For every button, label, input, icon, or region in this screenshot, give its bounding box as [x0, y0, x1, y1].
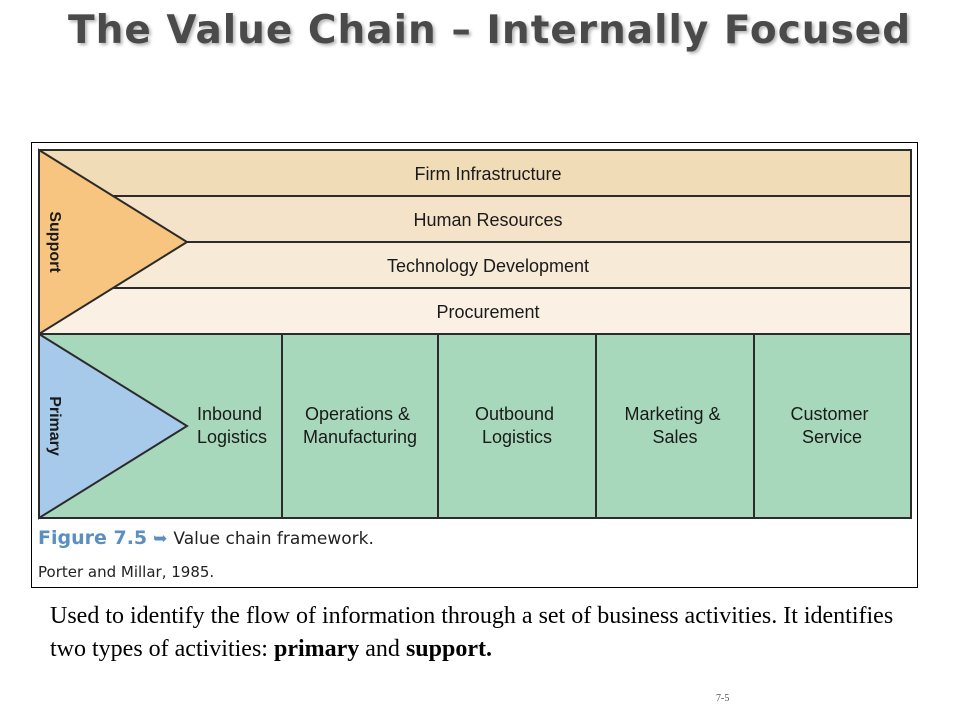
support-row-firm-infrastructure — [38, 149, 912, 197]
primary-column-line: Inbound — [197, 404, 262, 424]
primary-column-line: Outbound — [475, 404, 554, 424]
primary-column-line: Logistics — [197, 427, 267, 447]
primary-label: Primary — [46, 396, 63, 456]
body-paragraph: Used to identify the flow of information… — [50, 600, 910, 666]
primary-column-line: Marketing & — [624, 404, 720, 424]
body-support-word: support. — [405, 636, 492, 662]
support-row-label: Firm Infrastructure — [414, 164, 561, 184]
support-row-label: Technology Development — [387, 256, 589, 276]
arrow-icon: ➥ — [153, 529, 168, 549]
value-chain-diagram: Support Primary Firm Infrastructure Huma… — [38, 148, 912, 520]
primary-column-label: Customer Service — [790, 404, 873, 447]
slide-number: 7-5 — [716, 693, 730, 704]
support-rows — [38, 149, 912, 335]
figure-number: Figure 7.5 — [38, 527, 148, 549]
support-row-human-resources — [38, 195, 912, 243]
figure-caption: Figure 7.5➥Value chain framework. — [38, 527, 374, 549]
primary-column-label: Outbound Logistics — [475, 404, 559, 447]
primary-column-label: Operations & Manufacturing — [303, 404, 417, 447]
support-row-procurement — [38, 287, 912, 335]
slide-title: The Value Chain – Internally Focused — [68, 8, 912, 53]
support-row-label: Procurement — [436, 302, 539, 322]
primary-column-line: Manufacturing — [303, 427, 417, 447]
figure-caption-text: Value chain framework. — [173, 529, 374, 549]
support-label: Support — [46, 211, 63, 273]
primary-triangle — [38, 332, 189, 520]
primary-column-line: Customer — [790, 404, 868, 424]
figure-source: Porter and Millar, 1985. — [38, 563, 215, 581]
body-primary-word: primary — [273, 636, 360, 662]
primary-column-label: Marketing & Sales — [624, 404, 725, 447]
primary-column-line: Logistics — [482, 427, 552, 447]
primary-column-line: Operations & — [305, 404, 410, 424]
value-chain-figure: Support Primary Firm Infrastructure Huma… — [31, 142, 918, 588]
body-text-middle: and — [359, 636, 406, 662]
primary-column-label: Inbound Logistics — [197, 404, 267, 447]
support-row-label: Human Resources — [413, 210, 562, 230]
primary-column-line: Sales — [652, 427, 697, 447]
support-triangle — [38, 148, 189, 336]
primary-column-line: Service — [802, 427, 862, 447]
body-text-start: Used to identify the flow of information… — [50, 603, 894, 662]
